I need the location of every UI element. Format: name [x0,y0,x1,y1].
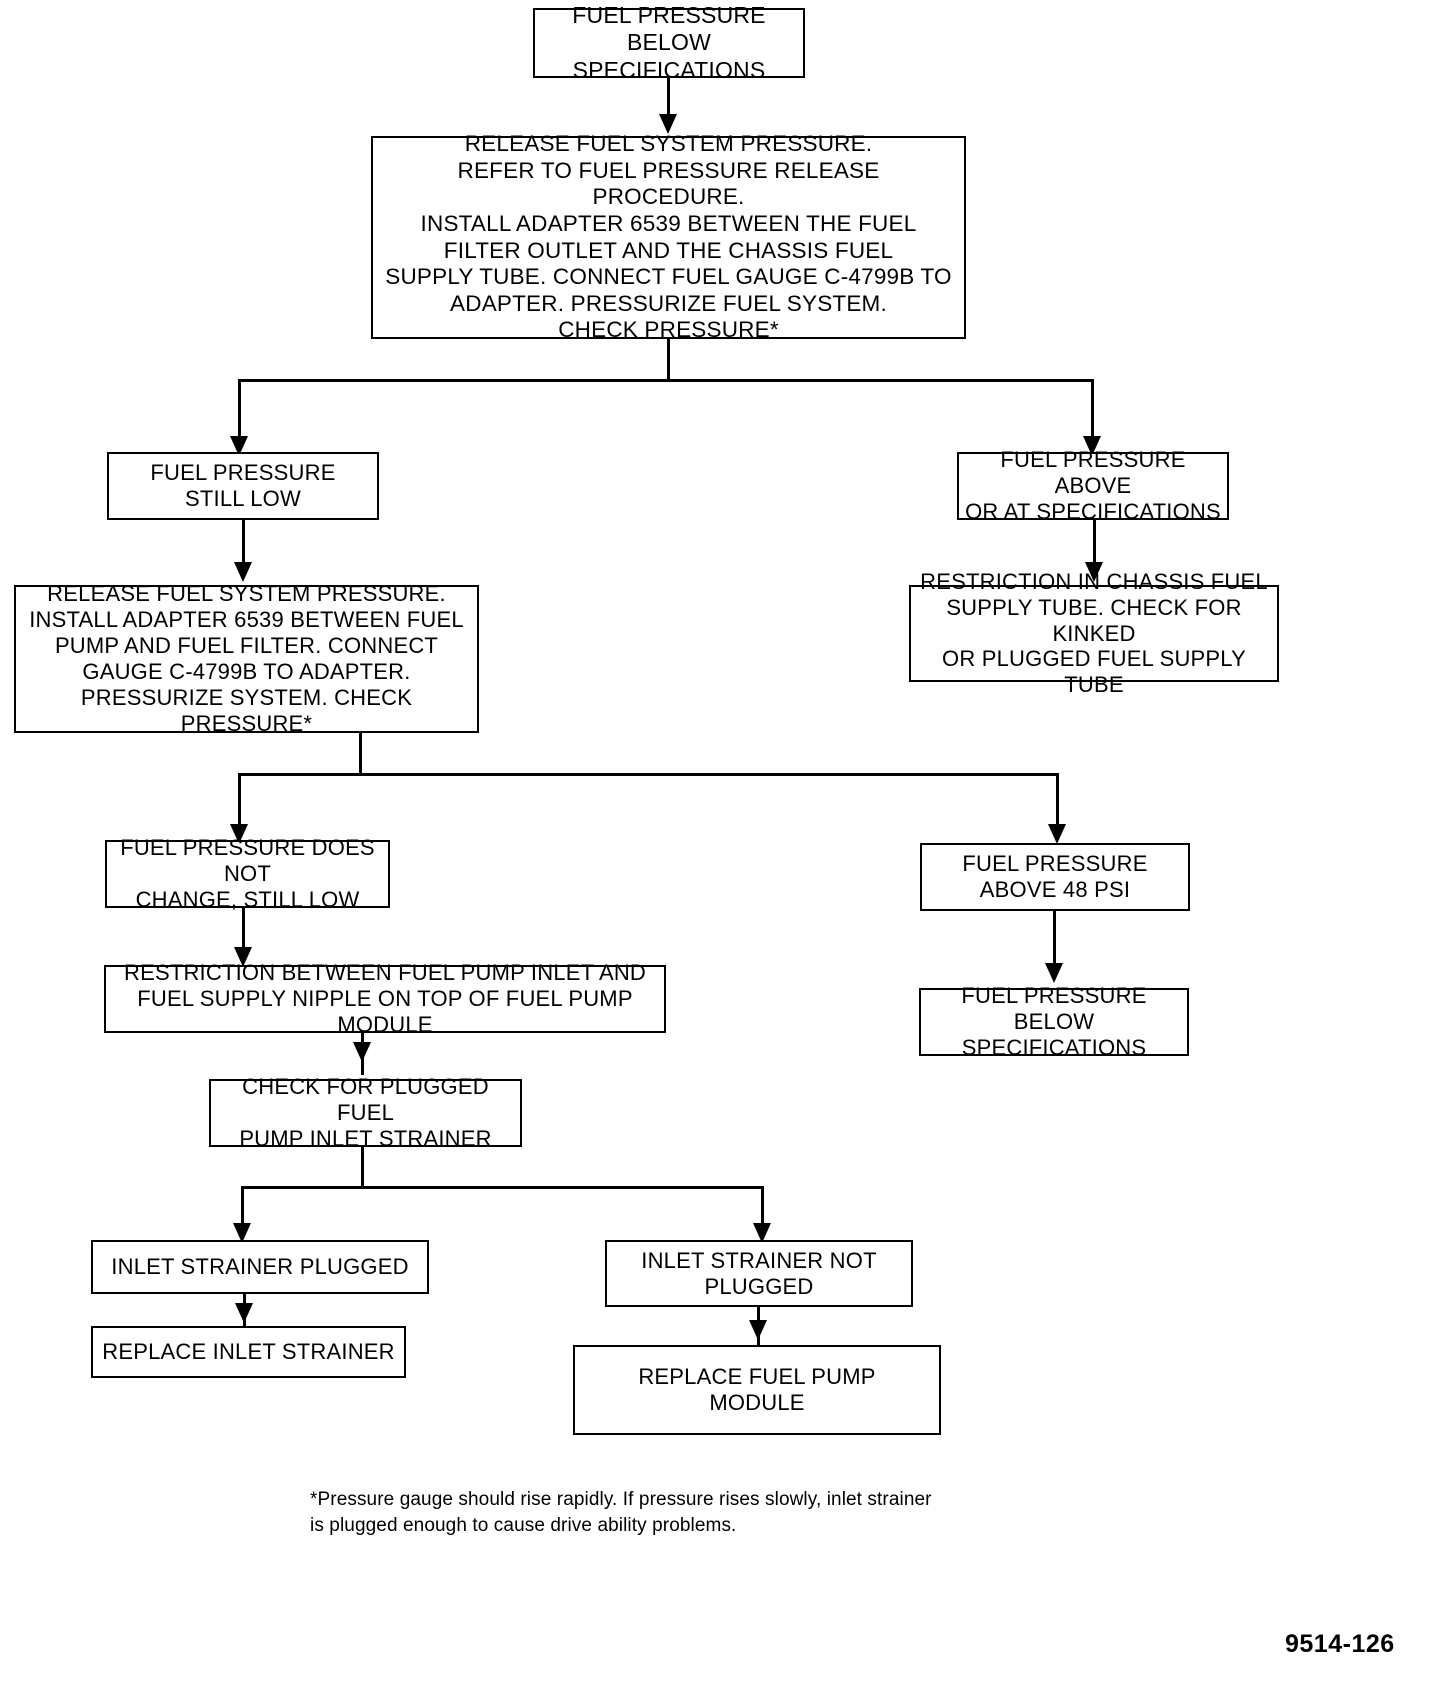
node-strainer-not-plugged-label: INLET STRAINER NOT PLUGGED [641,1247,877,1299]
node-still-low: FUEL PRESSURE STILL LOW [107,452,379,520]
connector-test1-down [667,339,670,381]
node-test1-label: RELEASE FUEL SYSTEM PRESSURE. REFER TO F… [385,131,952,343]
node-test2-label: RELEASE FUEL SYSTEM PRESSURE. INSTALL AD… [29,581,464,736]
node-replace-module: REPLACE FUEL PUMP MODULE [573,1345,941,1435]
node-strainer-plugged-label: INLET STRAINER PLUGGED [111,1254,409,1280]
bus-check-split [241,1186,763,1189]
node-start-label: FUEL PRESSURE BELOW SPECIFICATIONS [572,2,766,83]
node-below-spec2: FUEL PRESSURE BELOW SPECIFICATIONS [919,983,1189,1060]
connector-bus2-left-down [238,773,241,835]
node-check-strainer-label: CHECK FOR PLUGGED FUEL PUMP INLET STRAIN… [239,1074,492,1151]
connector-above48-to-below-spec2 [1053,911,1056,973]
connector-still-low-to-test2 [242,520,245,572]
node-replace-module-label: REPLACE FUEL PUMP MODULE [638,1364,876,1415]
node-restriction-pump: RESTRICTION BETWEEN FUEL PUMP INLET AND … [104,960,666,1037]
node-replace-strainer-label: REPLACE INLET STRAINER [102,1339,395,1365]
connector-bus3-left-down [241,1186,244,1234]
connector-bus-left-down [238,379,241,447]
bus-test2-split [238,773,1058,776]
arrowhead-to-above-48 [1048,824,1066,844]
node-above-or-at-spec: FUEL PRESSURE ABOVE OR AT SPECIFICATIONS [957,447,1229,524]
node-check-strainer: CHECK FOR PLUGGED FUEL PUMP INLET STRAIN… [209,1074,522,1151]
node-below-spec2-label: FUEL PRESSURE BELOW SPECIFICATIONS [961,983,1147,1060]
arrowhead-not-plugged-to-replace-module [749,1320,767,1340]
node-above-or-at-spec-label: FUEL PRESSURE ABOVE OR AT SPECIFICATIONS [965,447,1221,524]
node-test2: RELEASE FUEL SYSTEM PRESSURE. INSTALL AD… [14,581,479,736]
node-strainer-not-plugged: INLET STRAINER NOT PLUGGED [605,1240,913,1307]
node-restriction-pump-label: RESTRICTION BETWEEN FUEL PUMP INLET AND … [123,960,647,1037]
arrowhead-plugged-to-replace-strainer [235,1303,253,1323]
node-test1: RELEASE FUEL SYSTEM PRESSURE. REFER TO F… [371,131,966,342]
node-start: FUEL PRESSURE BELOW SPECIFICATIONS [533,2,805,83]
arrowhead-still-low-to-test2 [234,562,252,582]
connector-bus2-right-down [1056,773,1059,835]
connector-test2-down [359,733,362,775]
node-restriction-chassis: RESTRICTION IN CHASSIS FUEL SUPPLY TUBE.… [909,569,1279,697]
connector-start-to-test1 [667,78,670,120]
bus-test1-split [238,379,1093,382]
node-replace-strainer: REPLACE INLET STRAINER [91,1326,406,1378]
node-restriction-chassis-label: RESTRICTION IN CHASSIS FUEL SUPPLY TUBE.… [920,568,1268,698]
connector-check-down [361,1147,364,1189]
node-still-low-label: FUEL PRESSURE STILL LOW [150,460,336,511]
footnote: *Pressure gauge should rise rapidly. If … [310,1489,932,1536]
arrowhead-to-strainer-not-plugged [753,1223,771,1243]
connector-bus3-right-down [761,1186,764,1234]
arrowhead-restriction-pump-to-check [353,1042,371,1062]
node-strainer-plugged: INLET STRAINER PLUGGED [91,1240,429,1294]
arrowhead-spec-to-restriction [1085,562,1103,582]
connector-bus-right-down [1091,379,1094,447]
node-above-48: FUEL PRESSURE ABOVE 48 PSI [920,843,1190,911]
arrowhead-to-above-or-at-spec [1083,436,1101,456]
node-above-48-label: FUEL PRESSURE ABOVE 48 PSI [962,851,1148,902]
arrowhead-to-still-low [230,436,248,456]
connector-no-change-to-restriction-pump [242,908,245,950]
connector-spec-to-restriction [1093,520,1096,572]
arrowhead-start-to-test1 [659,114,677,134]
document-id: 9514-126 [1285,1630,1395,1658]
node-no-change-label: FUEL PRESSURE DOES NOT CHANGE, STILL LOW [120,835,375,912]
arrowhead-to-strainer-plugged [233,1223,251,1243]
arrowhead-to-no-change [230,824,248,844]
arrowhead-no-change-to-restriction-pump [234,947,252,967]
node-no-change: FUEL PRESSURE DOES NOT CHANGE, STILL LOW [105,835,390,912]
arrowhead-above48-to-below-spec2 [1045,963,1063,983]
